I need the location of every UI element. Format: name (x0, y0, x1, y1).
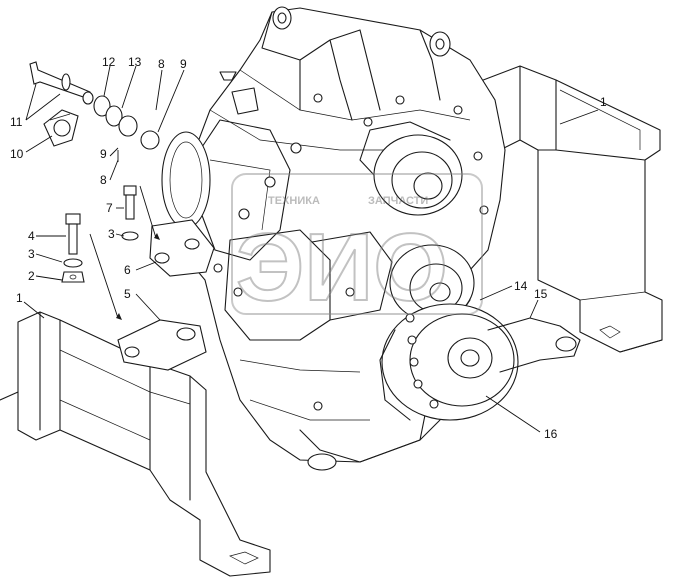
watermark: ТЕХНИКА ЗАПЧАСТИ ЭИО (231, 173, 483, 322)
bracket-plate-6 (149, 219, 215, 277)
callout-labels: 1 1 2 3 3 4 5 6 7 8 8 9 9 10 11 12 13 14… (10, 55, 607, 441)
callout-15: 15 (534, 287, 548, 301)
callout-16: 16 (544, 427, 558, 441)
callout-8-mid: 8 (100, 173, 107, 187)
callout-14: 14 (514, 279, 528, 293)
watermark-logo: ЭИО (236, 214, 448, 321)
callout-5: 5 (124, 287, 131, 301)
leader-lines (23, 65, 599, 433)
callout-12: 12 (102, 55, 116, 69)
callout-8-top: 8 (158, 57, 165, 71)
callout-13: 13 (128, 55, 142, 69)
callout-9-top: 9 (180, 57, 187, 71)
watermark-top-text: ТЕХНИКА (268, 195, 320, 207)
right-bracket (477, 65, 663, 353)
callout-11: 11 (10, 115, 23, 129)
callout-3-lower: 3 (28, 247, 35, 261)
callout-10: 10 (10, 147, 24, 161)
fastener-stack-left (61, 213, 122, 320)
side-ring (161, 131, 211, 229)
fastener-stack-mid (121, 185, 160, 241)
callout-1-left: 1 (16, 291, 23, 305)
callout-1-right: 1 (600, 95, 607, 109)
callout-9-mid: 9 (100, 147, 107, 161)
callout-4: 4 (28, 229, 35, 243)
callout-3-upper: 3 (108, 227, 115, 241)
support-plate-5 (117, 319, 207, 371)
watermark-right-text: ЗАПЧАСТИ (368, 195, 428, 207)
callout-6: 6 (124, 263, 131, 277)
callout-7: 7 (106, 201, 113, 215)
axle-group (29, 61, 160, 162)
callout-2: 2 (28, 269, 35, 283)
